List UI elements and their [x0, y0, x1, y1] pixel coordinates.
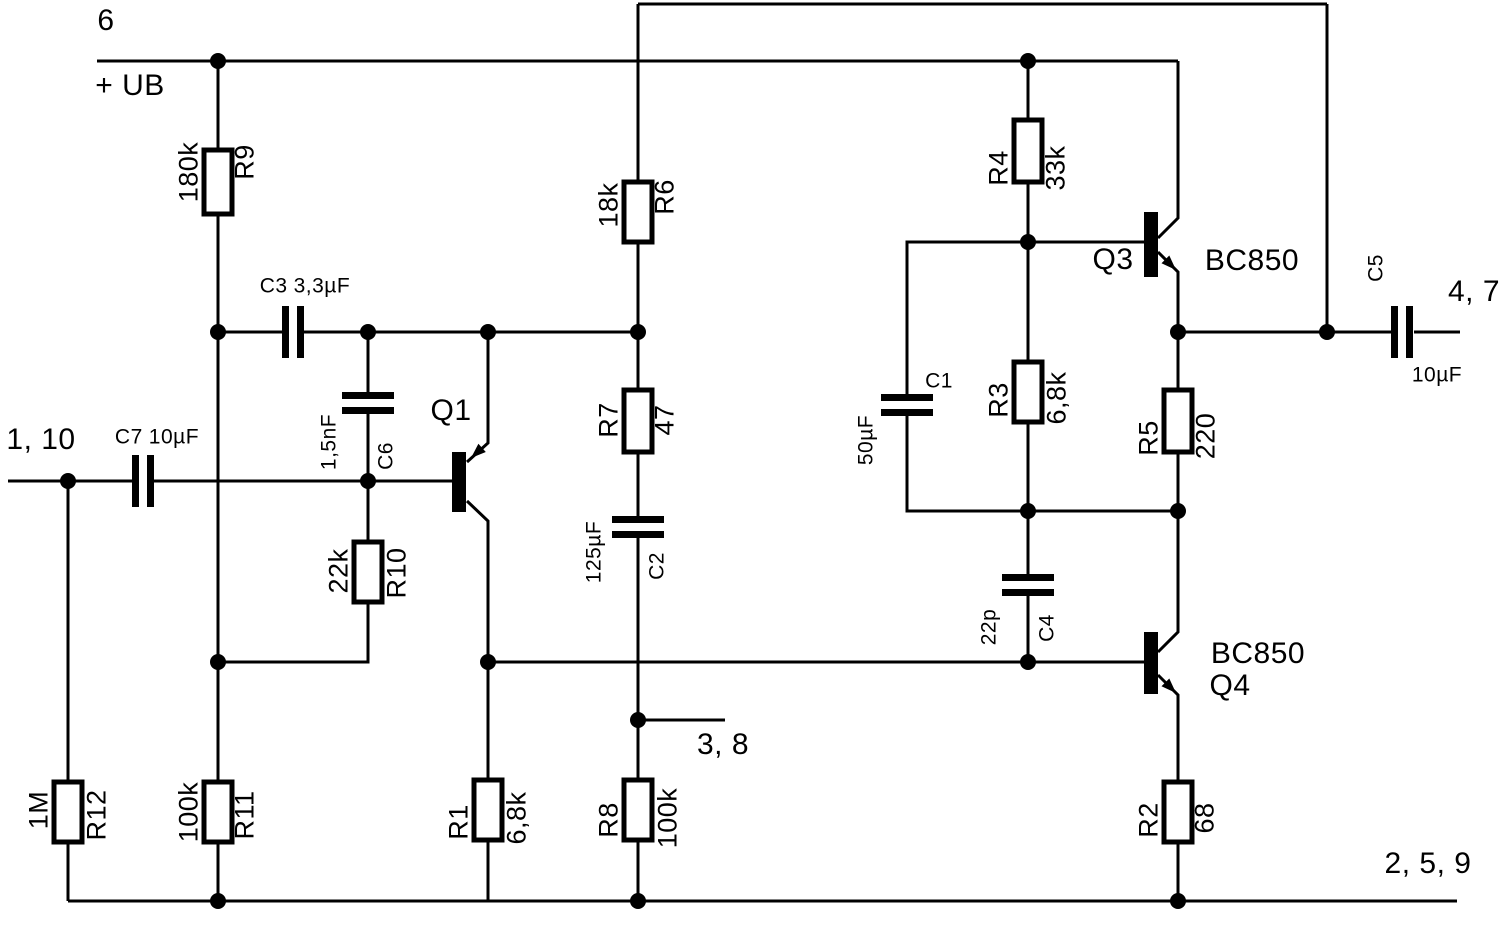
resistor-R2 — [1161, 779, 1195, 845]
resistor-R8-value: 100k — [652, 787, 683, 849]
capacitors — [132, 306, 1413, 596]
capacitor-C4-value: 22p — [977, 608, 1001, 646]
resistor-R12 — [51, 779, 85, 845]
wire-c1-bottom — [905, 416, 1028, 513]
transistor-Q3-ref: Q3 — [1092, 243, 1134, 276]
capacitor-C5 — [1391, 306, 1413, 358]
resistor-R8-ref: R8 — [593, 802, 624, 838]
capacitor-C6-value: 1,5nF — [317, 413, 341, 471]
junction-dots — [60, 53, 1335, 909]
resistors — [51, 117, 1195, 845]
resistor-R12-ref: R12 — [81, 789, 112, 841]
resistor-R3-value: 6,8k — [1041, 371, 1072, 425]
resistor-R9-value: 180k — [173, 141, 204, 203]
resistor-R9 — [201, 147, 235, 217]
resistor-R6-value: 18k — [593, 182, 624, 228]
resistor-R1-value: 6,8k — [501, 791, 532, 845]
resistor-R10 — [351, 539, 385, 605]
pin-label-tap: 3, 8 — [696, 728, 750, 761]
resistor-R4-ref: R4 — [983, 150, 1014, 186]
capacitor-C2 — [612, 516, 664, 538]
resistor-R5-value: 220 — [1190, 412, 1221, 460]
resistor-R5-ref: R5 — [1133, 420, 1164, 456]
wire-r10-corner — [218, 602, 370, 664]
wire-q4-collector — [1156, 511, 1180, 654]
resistor-R1 — [471, 777, 505, 843]
resistor-R7-ref: R7 — [593, 402, 624, 438]
resistor-R7 — [621, 387, 655, 455]
resistor-R11-value: 100k — [173, 781, 204, 843]
resistor-R2-ref: R2 — [1133, 802, 1164, 838]
capacitor-C3 — [282, 306, 304, 358]
transistor-Q3-bar — [1144, 212, 1158, 277]
transistor-Q1-bar — [452, 452, 466, 512]
wire-q3-emitter — [1156, 250, 1180, 332]
wire-net — [8, 2, 1460, 903]
capacitor-C2-ref: C2 — [645, 552, 669, 580]
resistor-R10-value: 22k — [323, 548, 354, 594]
wire-q1-collector — [465, 499, 490, 662]
wire-c1-top — [905, 240, 1028, 394]
capacitor-C5-ref: C5 — [1364, 254, 1388, 282]
resistor-R9-ref: R9 — [229, 144, 260, 180]
resistor-R11 — [201, 779, 235, 845]
transistor-Q1-arrow — [471, 443, 486, 458]
capacitor-C1-ref: C1 — [925, 369, 953, 393]
transistor-Q1-ref: Q1 — [430, 394, 472, 427]
pin-label-output: 4, 7 — [1447, 275, 1501, 308]
resistor-R7-value: 47 — [649, 404, 680, 436]
pin-label-input: 1, 10 — [6, 423, 76, 456]
resistor-R3-ref: R3 — [983, 382, 1014, 418]
resistor-R6-ref: R6 — [649, 179, 680, 215]
capacitor-C2-value: 125µF — [582, 520, 606, 584]
transistor-Q3-arrow — [1161, 255, 1176, 270]
capacitor-C7 — [132, 455, 154, 507]
capacitor-C6-ref: C6 — [374, 442, 398, 470]
supply-rail-label: + UB — [95, 69, 165, 102]
capacitor-C5-value: 10µF — [1411, 363, 1463, 387]
pin-label-ground: 2, 5, 9 — [1384, 847, 1472, 880]
resistor-R11-ref: R11 — [229, 790, 260, 840]
resistor-R1-ref: R1 — [443, 804, 474, 840]
resistor-R12-value: 1M — [23, 790, 54, 830]
wire-q4-emitter — [1156, 673, 1180, 782]
transistor-Q4-arrow — [1161, 678, 1176, 693]
resistor-R4-value: 33k — [1040, 145, 1071, 191]
resistor-R4 — [1011, 117, 1045, 185]
resistor-R8 — [621, 777, 655, 843]
resistor-R2-value: 68 — [1189, 802, 1220, 834]
transistor-Q4-ref: Q4 — [1209, 669, 1251, 702]
transistor-Q4-bar — [1144, 632, 1158, 694]
resistor-R6 — [621, 179, 655, 245]
transistor-Q3-part: BC850 — [1204, 244, 1300, 277]
resistor-R10-ref: R10 — [381, 547, 412, 599]
resistor-R3 — [1011, 359, 1045, 425]
pin-label-supply: 6 — [97, 4, 115, 37]
wire-q3-collector — [1156, 61, 1180, 240]
transistors — [452, 212, 1176, 694]
transistor-Q4-part: BC850 — [1210, 637, 1306, 670]
resistor-R5 — [1161, 387, 1195, 455]
capacitor-C4 — [1002, 574, 1054, 596]
capacitor-C1-value: 50µF — [854, 414, 878, 466]
capacitor-C1 — [881, 394, 933, 416]
capacitor-C4-ref: C4 — [1035, 614, 1059, 642]
capacitor-C6 — [342, 392, 394, 414]
